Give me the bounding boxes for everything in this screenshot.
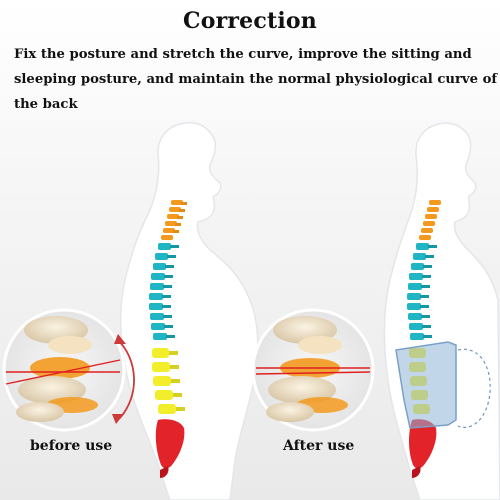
lumbar-brace — [395, 341, 491, 429]
body-silhouette-before — [120, 121, 259, 500]
description-text: Fix the posture and stretch the curve, i… — [14, 47, 498, 112]
vertebra-inset-before — [2, 308, 126, 432]
spine-before — [149, 200, 187, 478]
vertebra-inset-after — [251, 308, 375, 432]
page-title: Correction — [183, 8, 317, 34]
caption-after-use: After use — [283, 438, 355, 454]
caption-before-use: before use — [30, 438, 113, 454]
body-silhouette-after — [383, 122, 500, 500]
motion-arrow-icon — [112, 334, 135, 424]
